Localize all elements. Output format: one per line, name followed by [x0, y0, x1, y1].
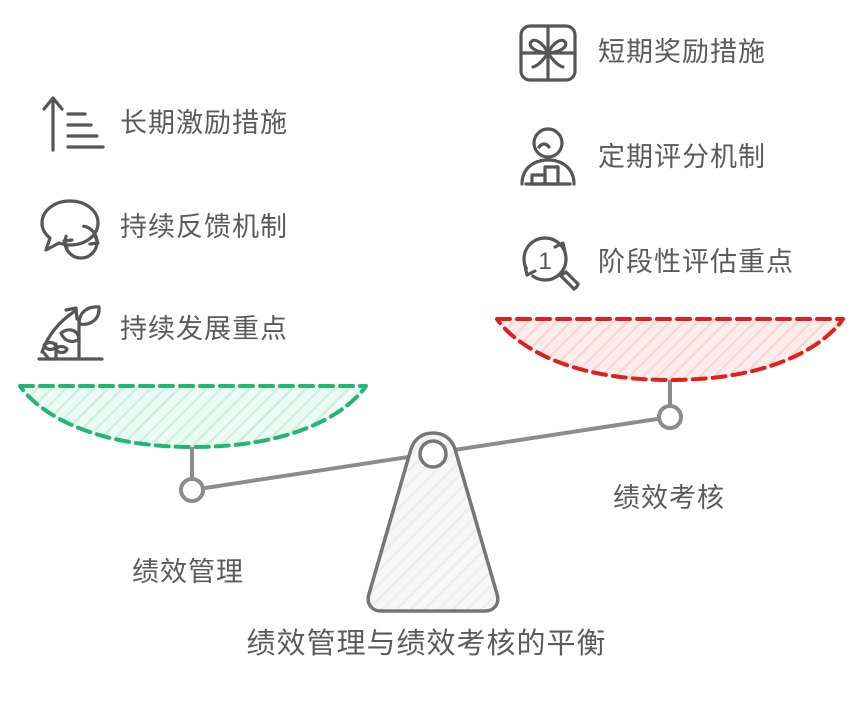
right-feature-label-3: 阶段性评估重点 — [598, 247, 794, 278]
fulcrum-pivot-hole — [418, 439, 448, 469]
gift-box-icon — [512, 17, 584, 89]
left-feature-label-1: 长期激励措施 — [120, 108, 288, 139]
right-feature-label-1: 短期奖励措施 — [598, 37, 766, 68]
left-feature-item-3[interactable]: 持续发展重点 — [34, 294, 288, 366]
speech-bubble-refresh-icon — [34, 192, 106, 264]
right-feature-label-2: 定期评分机制 — [598, 142, 766, 173]
balance-fulcrum — [366, 431, 500, 613]
right-hanger-joint — [657, 404, 683, 430]
growth-arrow-bars-icon — [34, 88, 106, 160]
right-feature-item-2[interactable]: 定期评分机制 — [512, 122, 766, 194]
right-balance-pan — [495, 317, 845, 382]
left-pan-label: 绩效管理 — [132, 557, 244, 587]
right-pan-label: 绩效考核 — [613, 483, 725, 513]
magnifier-cycle-one-icon: 1 — [512, 227, 584, 299]
left-feature-label-2: 持续反馈机制 — [120, 212, 288, 243]
growing-plant-arrow-icon — [34, 294, 106, 366]
diagram-caption: 绩效管理与绩效考核的平衡 — [246, 628, 607, 660]
right-feature-item-1[interactable]: 短期奖励措施 — [512, 17, 766, 89]
left-feature-item-2[interactable]: 持续反馈机制 — [34, 192, 288, 264]
magnifier-number: 1 — [538, 248, 551, 275]
left-feature-item-1[interactable]: 长期激励措施 — [34, 88, 288, 160]
left-balance-pan — [18, 384, 368, 449]
left-feature-label-3: 持续发展重点 — [120, 314, 288, 345]
right-feature-item-3[interactable]: 1 阶段性评估重点 — [512, 227, 794, 299]
person-bar-chart-icon — [512, 122, 584, 194]
left-hanger-joint — [179, 477, 205, 503]
